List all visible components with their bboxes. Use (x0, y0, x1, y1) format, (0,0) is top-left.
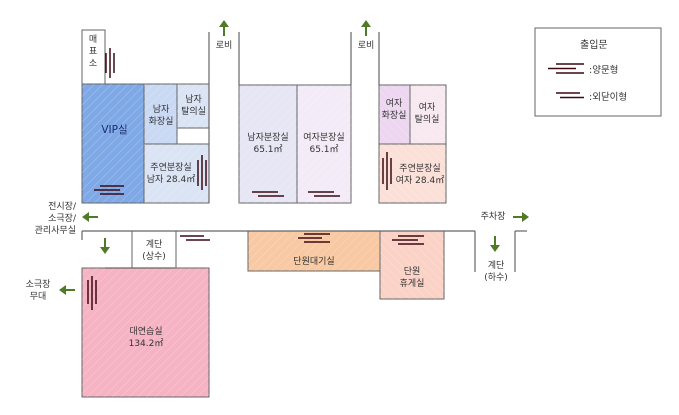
women-restroom-label: 여자 화장실 (381, 99, 407, 121)
door-marker-vip (94, 185, 124, 195)
vip-room (81, 83, 145, 204)
door-marker-rehearsal (87, 276, 97, 310)
door-marker-lead-women (382, 152, 392, 190)
men-dressing-label: 남자 탈의실 (181, 95, 206, 117)
direction-arrows (59, 20, 529, 295)
arrow-right-icon (513, 212, 529, 222)
men-makeup-room-label: 남자분장실 65.1㎡ (247, 133, 289, 155)
lead-dressing-men-label: 주연분장실 남자 28.4㎡ (146, 163, 196, 185)
parking-label: 주차장 (480, 212, 506, 222)
arrow-up-icon (219, 20, 229, 36)
door-marker-ticket (105, 48, 115, 78)
rehearsal-hall (81, 267, 210, 398)
group-waiting-room-label: 단원대기실 (293, 257, 335, 267)
arrow-down-icon (490, 236, 500, 252)
door-marker-stairs-upstage (180, 235, 210, 241)
stairs-upstage (131, 230, 177, 269)
group-lounge-label: 단원 휴게실 (399, 267, 425, 289)
lead-dressing-room-women (378, 143, 447, 204)
door-marker-group-waiting (298, 233, 330, 243)
rehearsal-hall-label: 대연습실 134.2㎡ (128, 327, 164, 349)
legend-single-door-label: :외닫이형 (589, 92, 628, 103)
group-lounge (379, 230, 445, 300)
door-marker-group-lounge (392, 235, 424, 245)
stairs-downstage-label: 계단 (하수) (484, 261, 508, 283)
women-dressing-room (409, 84, 447, 145)
legend-single-door-icon (556, 92, 584, 99)
stairs-upstage-label: 계단 (상수) (142, 240, 166, 262)
women-makeup-room-label: 여자분장실 65.1㎡ (303, 133, 345, 155)
legend-double-door-label: :양문형 (589, 65, 619, 76)
men-restroom-label: 남자 화장실 (148, 105, 174, 127)
men-makeup-room (238, 84, 298, 204)
arrow-left-icon (82, 212, 98, 222)
arrow-down-icon (100, 238, 110, 254)
corridor-walls (81, 32, 527, 272)
lobby-left-label: 로비 (215, 41, 233, 51)
door-marker-women-makeup (308, 191, 340, 197)
legend-title: 출입문 (580, 40, 608, 51)
arrow-up-icon (361, 20, 371, 36)
door-markers (87, 48, 424, 310)
men-dressing-room (176, 83, 210, 129)
legend-box (534, 27, 662, 117)
women-makeup-room (296, 84, 352, 204)
arrow-left-icon (59, 285, 75, 295)
legend-double-door-icon (548, 63, 584, 74)
small-stage-label: 소극장 무대 (25, 280, 51, 302)
vip-room-label: VIP실 (101, 124, 128, 136)
ticket-office-label: 매 표 소 (88, 35, 98, 69)
lobby-right-label: 로비 (357, 41, 375, 51)
women-dressing-label: 여자 탈의실 (414, 103, 440, 125)
west-exit-label: 전시장/ 소극장/ 관리사무실 (34, 202, 76, 236)
door-marker-men-makeup (252, 191, 284, 197)
door-marker-lead-men (197, 155, 207, 190)
lead-dressing-women-label: 주연분장실 여자 28.4㎡ (395, 164, 445, 186)
